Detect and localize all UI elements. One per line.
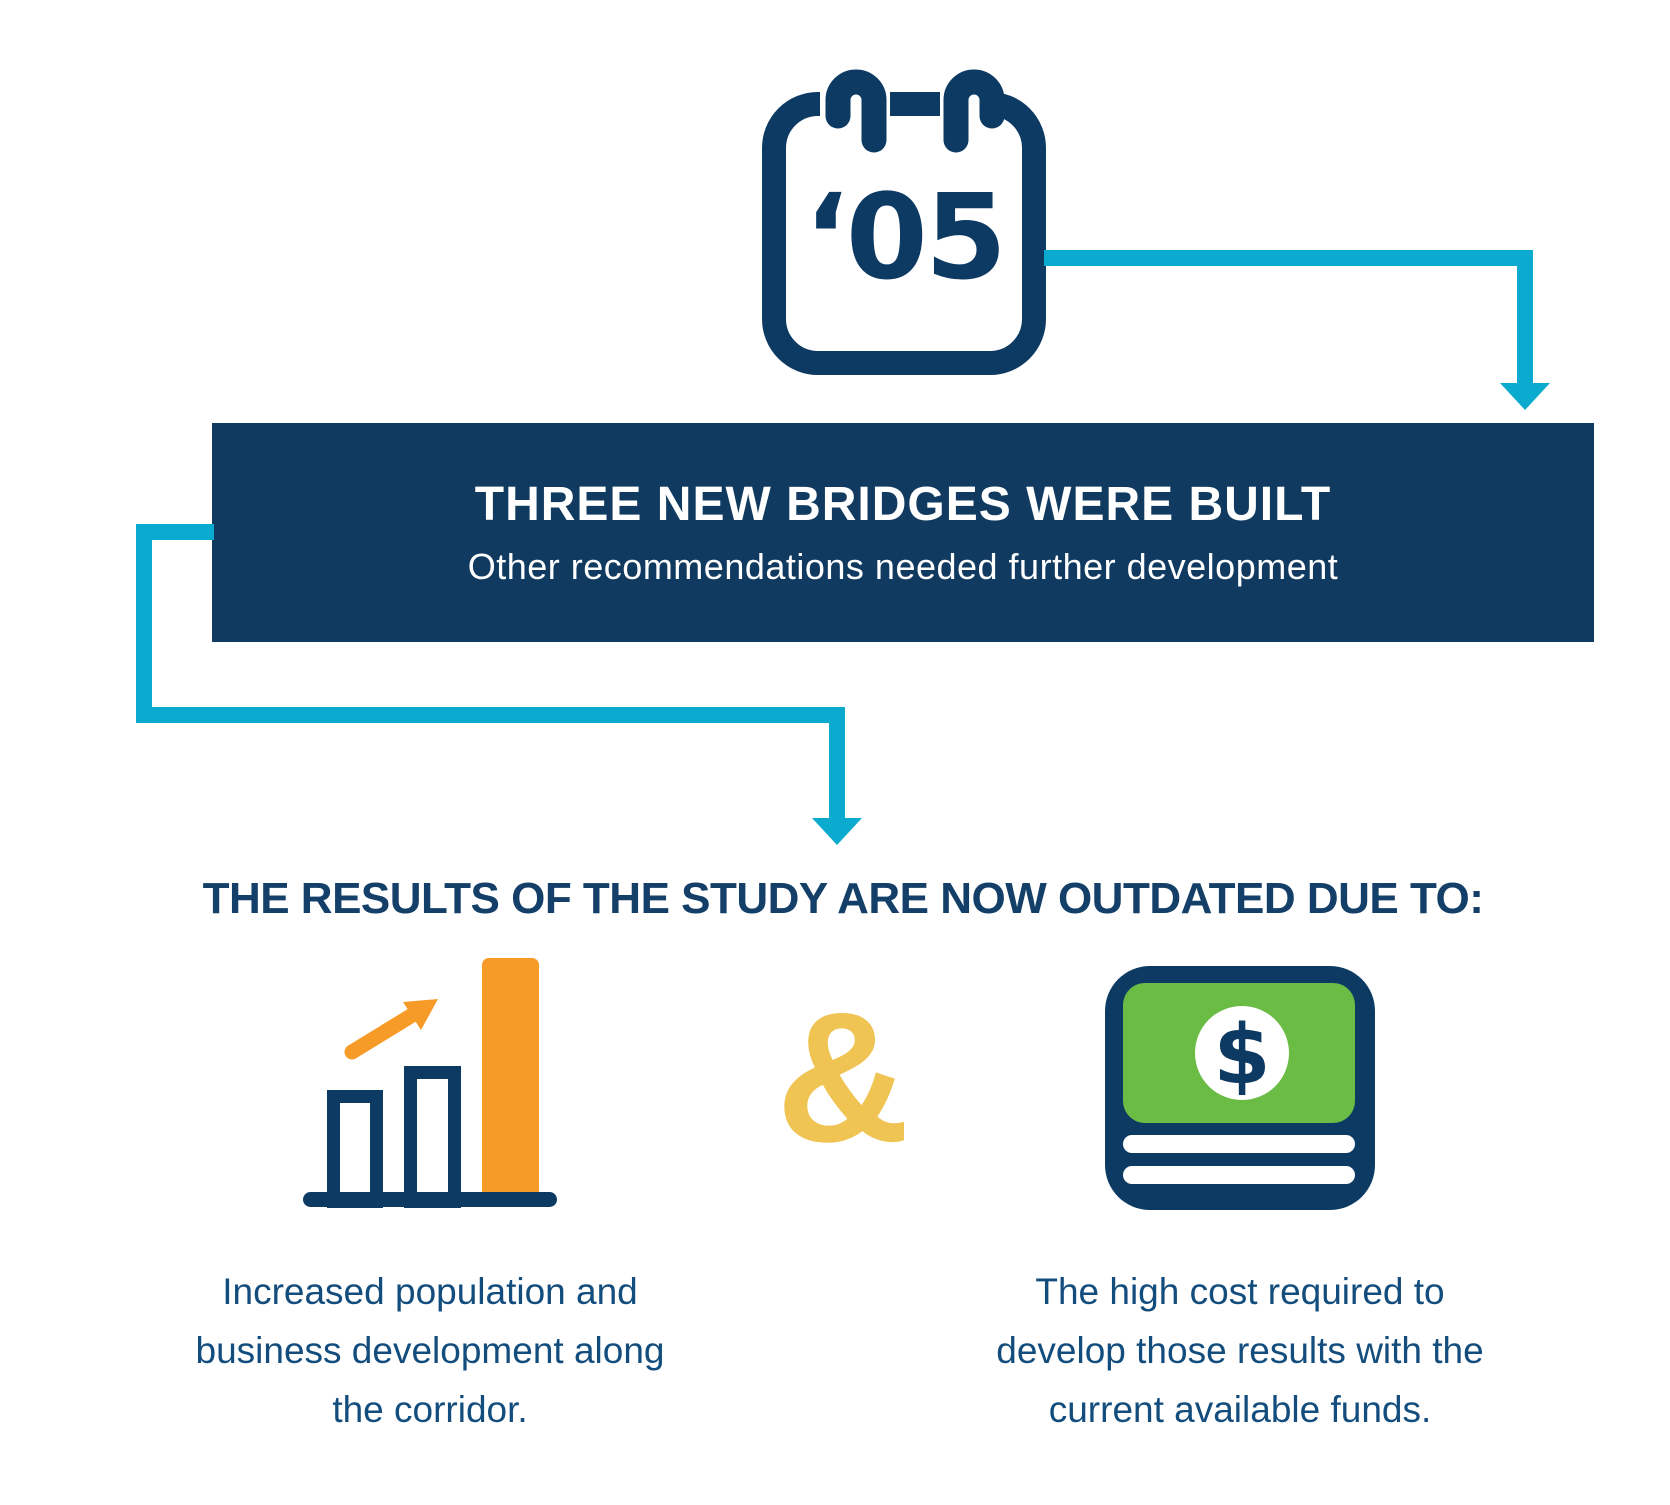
banner: THREE NEW BRIDGES WERE BUILT Other recom…: [212, 423, 1594, 642]
growth-arrow-head-icon: [403, 999, 438, 1030]
flow-arrow-stub: [136, 524, 214, 540]
banner-subtitle: Other recommendations needed further dev…: [467, 545, 1339, 587]
money-stack-icon: $: [1105, 966, 1375, 1210]
year-label: ‘05: [803, 168, 1007, 306]
bar-tall-orange: [482, 958, 539, 1198]
money-stack-stripe: [1123, 1135, 1355, 1153]
section-heading: THE RESULTS OF THE STUDY ARE NOW OUTDATE…: [202, 874, 1484, 923]
money-stack-stripe: [1123, 1166, 1355, 1184]
flow-arrow-left-vertical: [136, 524, 152, 723]
caption-population: Increased population and business develo…: [195, 1271, 665, 1430]
ampersand-separator: &: [776, 975, 910, 1181]
dollar-sign: $: [1213, 1008, 1270, 1103]
bar-short: [327, 1090, 383, 1208]
caption-cost: The high cost required to develop those …: [996, 1271, 1484, 1430]
calendar-body: [762, 92, 1046, 375]
flow-arrow-top-vertical: [1517, 250, 1533, 384]
flow-arrow-bottom-vertical: [829, 707, 845, 819]
growth-bar-chart-icon: [303, 958, 557, 1208]
calendar-icon: [762, 69, 1046, 375]
calendar-ring-icon: [825, 69, 887, 153]
growth-arrow-shaft: [344, 1006, 422, 1060]
flow-arrow-top-horizontal: [1044, 250, 1533, 266]
flow-arrow-bottom-horizontal: [136, 707, 845, 723]
arrow-down-icon: [812, 818, 862, 845]
calendar-ring-icon: [943, 69, 1005, 153]
bar-medium: [404, 1066, 461, 1208]
chart-baseline: [303, 1192, 557, 1207]
dollar-circle: [1195, 1006, 1289, 1100]
arrow-down-icon: [1500, 383, 1550, 410]
banner-title: THREE NEW BRIDGES WERE BUILT: [474, 478, 1332, 532]
